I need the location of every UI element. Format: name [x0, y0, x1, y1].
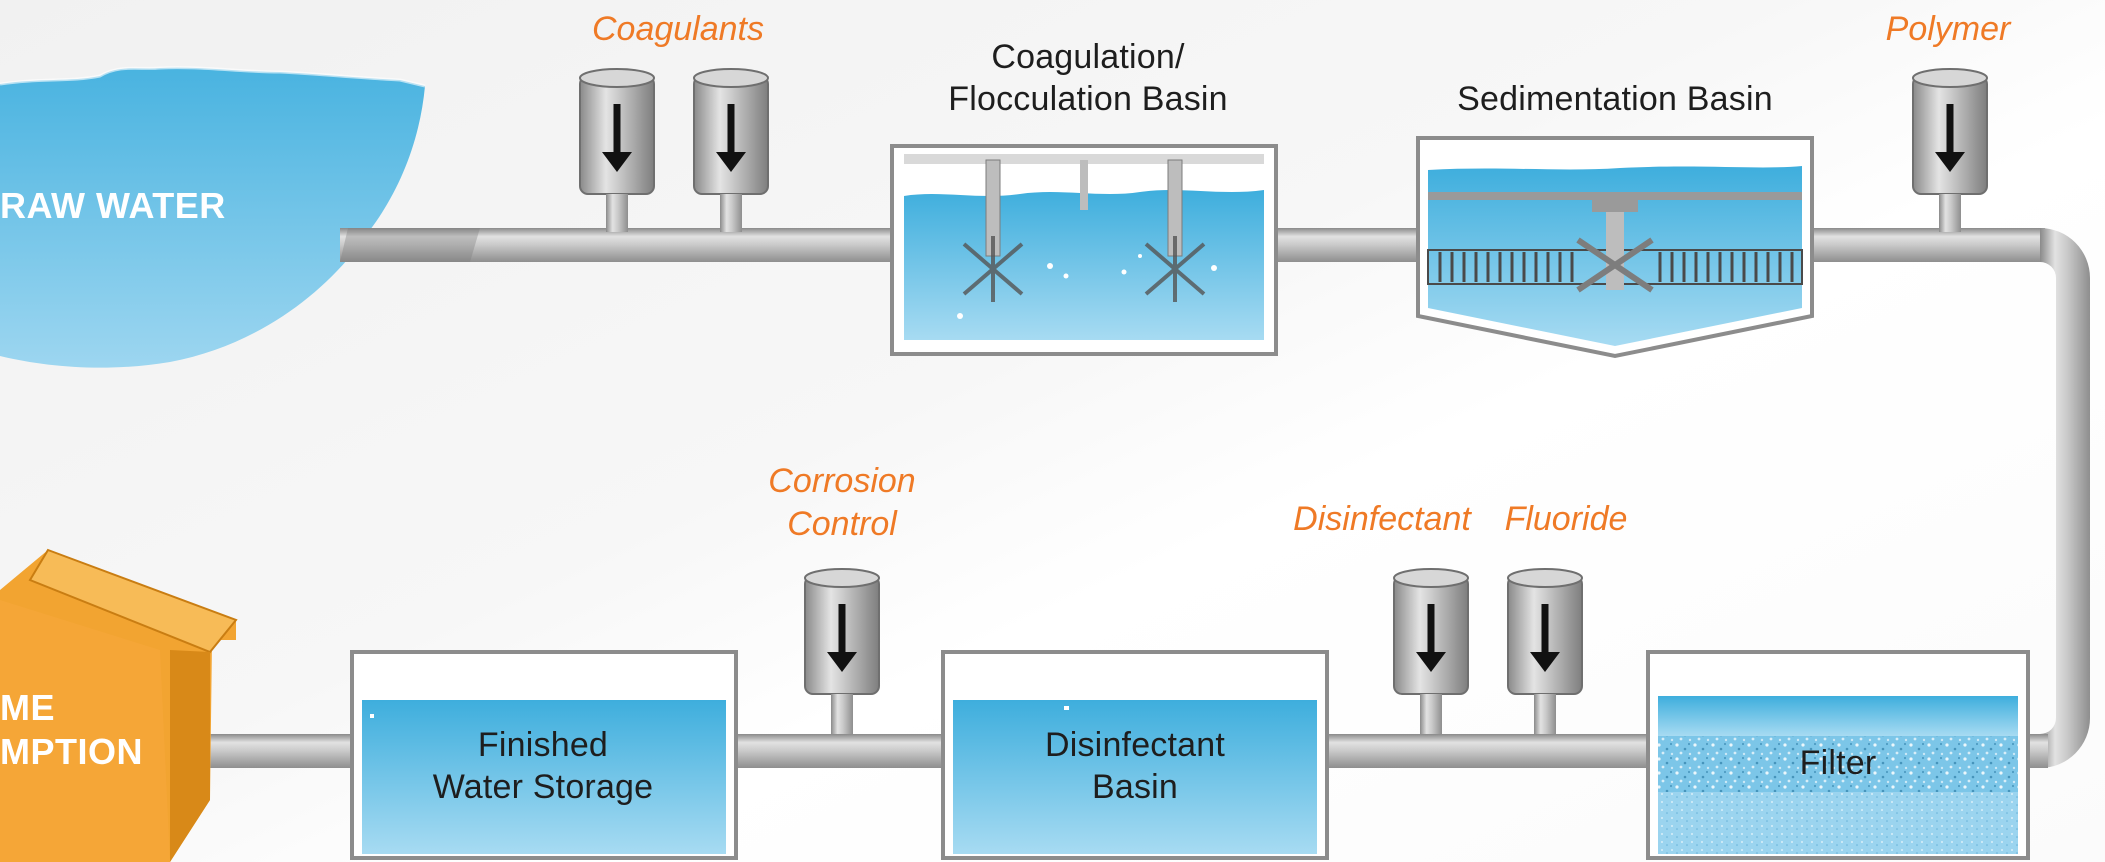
- home-house: [0, 548, 238, 862]
- top-pipe: [340, 228, 2045, 262]
- filter-label: Filter: [1799, 744, 1877, 782]
- filter-tank: [1646, 650, 2030, 860]
- sedimentation-basin-label: Sedimentation Basin: [1457, 80, 1773, 118]
- home-consumption-line-2: MPTION: [0, 731, 143, 772]
- sedimentation-basin: [1416, 136, 1814, 359]
- home-consumption-label: ME MPTION: [0, 686, 143, 774]
- corrosion-control-line-1: Corrosion: [768, 462, 916, 500]
- coagulation-basin-label: Coagulation/ Flocculation Basin: [948, 36, 1228, 120]
- disinfectant-basin-tank: [941, 650, 1329, 860]
- raw-water-reservoir: [0, 66, 426, 368]
- finished-water-storage-line-2: Water Storage: [432, 768, 654, 806]
- corrosion-control-label: Corrosion Control: [768, 460, 915, 546]
- coagulation-basin-line-2: Flocculation Basin: [948, 80, 1228, 118]
- drum-fluoride: [1507, 568, 1583, 734]
- drum-coagulant-2: [693, 68, 769, 232]
- bottom-pipe: [185, 734, 1650, 768]
- coagulation-basin: [890, 144, 1278, 356]
- drum-disinfectant: [1393, 568, 1469, 734]
- disinfectant-chemical-label: Disinfectant: [1293, 500, 1471, 538]
- disinfectant-basin-line-2: Basin: [1091, 768, 1179, 806]
- home-consumption-line-1: ME: [0, 687, 55, 728]
- drum-coagulant-1: [579, 68, 655, 232]
- corrosion-control-line-2: Control: [787, 505, 897, 543]
- finished-water-storage-label: Finished Water Storage: [433, 724, 654, 808]
- drum-polymer: [1912, 68, 1988, 232]
- finished-water-storage-tank: [350, 650, 738, 860]
- coagulation-basin-line-1: Coagulation/: [991, 38, 1185, 76]
- fluoride-label: Fluoride: [1504, 500, 1628, 538]
- finished-water-storage-line-1: Finished: [477, 726, 609, 764]
- coagulants-label: Coagulants: [591, 10, 765, 48]
- raw-water-label: RAW WATER: [0, 185, 226, 226]
- polymer-label: Polymer: [1885, 10, 2011, 48]
- disinfectant-basin-line-1: Disinfectant: [1044, 726, 1226, 764]
- drum-corrosion-control: [804, 568, 880, 734]
- disinfectant-basin-label: Disinfectant Basin: [1045, 724, 1225, 808]
